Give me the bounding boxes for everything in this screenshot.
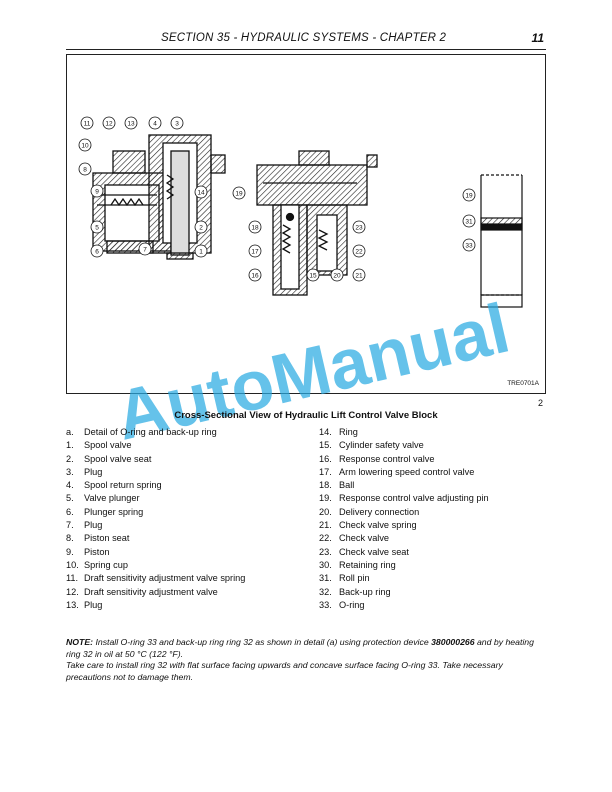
callout-label: 21 bbox=[355, 272, 363, 279]
legend-item: 11.Draft sensitivity adjustment valve sp… bbox=[66, 573, 246, 584]
left-valve-assembly bbox=[92, 134, 226, 260]
figure-reference-code: TRE0701A bbox=[507, 380, 539, 387]
callout-label: 2 bbox=[199, 224, 203, 231]
legend-item: a.Detail of O-ring and back-up ring bbox=[66, 427, 217, 437]
callout-label: 33 bbox=[465, 242, 473, 249]
legend-item: 23.Check valve seat bbox=[319, 546, 409, 557]
callout-label: 22 bbox=[355, 248, 363, 255]
callout-label: 19 bbox=[465, 192, 473, 199]
middle-valve-assembly bbox=[256, 150, 378, 296]
callout-label: 23 bbox=[355, 224, 363, 231]
figure-frame: 11 12 13 4 3 10 8 9 14 5 2 6 7 1 19 18 2… bbox=[66, 54, 546, 394]
page-header: SECTION 35 - HYDRAULIC SYSTEMS - CHAPTER… bbox=[66, 30, 546, 50]
callout-label: 15 bbox=[309, 272, 317, 279]
note-text-1: Install O-ring 33 and back-up ring ring … bbox=[93, 637, 432, 647]
callout-label: 17 bbox=[251, 248, 259, 255]
callouts-left: 11 12 13 4 3 10 8 9 14 5 2 6 7 1 bbox=[78, 116, 208, 258]
legend-item: 20.Delivery connection bbox=[319, 506, 420, 517]
callout-label: 16 bbox=[251, 272, 259, 279]
callout-label: 14 bbox=[197, 189, 205, 196]
legend-item: 16.Response control valve bbox=[319, 453, 435, 464]
callout-label: 5 bbox=[95, 224, 99, 231]
legend-item: 15.Cylinder safety valve bbox=[319, 440, 424, 451]
legend-item: 31.Roll pin bbox=[319, 573, 370, 584]
legend-item: 3.Plug bbox=[66, 466, 103, 477]
legend-item: 13.Plug bbox=[66, 599, 103, 610]
legend-item: 30.Retaining ring bbox=[319, 559, 396, 570]
note-part-number: 380000266 bbox=[431, 637, 475, 647]
callout-label: 18 bbox=[251, 224, 259, 231]
callout-label: 20 bbox=[333, 272, 341, 279]
callout-label: 4 bbox=[153, 120, 157, 127]
legend-item: 21.Check valve spring bbox=[319, 520, 417, 531]
figure-number: 2 bbox=[538, 398, 544, 408]
detail-a-oring bbox=[480, 174, 523, 308]
legend-item: 9.Piston bbox=[66, 546, 110, 557]
note-line-1: NOTE: Install O-ring 33 and back-up ring… bbox=[66, 637, 550, 660]
legend-item: 18.Ball bbox=[319, 480, 355, 491]
legend-item: 10.Spring cup bbox=[66, 559, 128, 570]
callout-label: 10 bbox=[81, 142, 89, 149]
note-label: NOTE: bbox=[66, 637, 94, 647]
legend-item: 17.Arm lowering speed control valve bbox=[319, 466, 475, 477]
page-number: 11 bbox=[531, 31, 544, 45]
callout-label: 3 bbox=[175, 120, 179, 127]
legend-item: 6.Plunger spring bbox=[66, 506, 144, 517]
callout-label: 8 bbox=[83, 166, 87, 173]
callout-label: 7 bbox=[143, 246, 147, 253]
legend-item: 4.Spool return spring bbox=[66, 480, 162, 491]
legend-item: 14.Ring bbox=[319, 427, 358, 437]
note-text-2: and by heating ring 32 in oil at 50 °C (… bbox=[66, 637, 534, 659]
callout-label: 13 bbox=[127, 120, 135, 127]
legend-item: 12.Draft sensitivity adjustment valve bbox=[66, 586, 218, 597]
callout-label: 6 bbox=[95, 248, 99, 255]
valve-cross-section-drawing: 11 12 13 4 3 10 8 9 14 5 2 6 7 1 19 18 2… bbox=[78, 116, 523, 308]
legend-left-column: a.Detail of O-ring and back-up ring 1.Sp… bbox=[66, 426, 316, 612]
callout-label: 11 bbox=[84, 120, 91, 127]
callout-label: 12 bbox=[105, 120, 113, 127]
legend-right-column: 14.Ring 15.Cylinder safety valve 16.Resp… bbox=[319, 426, 549, 612]
legend-item: 2.Spool valve seat bbox=[66, 453, 152, 464]
legend-item: 19.Response control valve adjusting pin bbox=[319, 493, 489, 504]
legend-item: 33.O-ring bbox=[319, 599, 365, 610]
legend-item: 8.Piston seat bbox=[66, 533, 130, 544]
legend-item: 32.Back-up ring bbox=[319, 586, 391, 597]
callout-label: 19 bbox=[235, 190, 243, 197]
callout-label: 9 bbox=[95, 188, 99, 195]
callout-label: 1 bbox=[199, 248, 203, 255]
callout-label: 31 bbox=[465, 218, 473, 225]
installation-note: NOTE: Install O-ring 33 and back-up ring… bbox=[66, 637, 550, 683]
legend-item: 22.Check valve bbox=[319, 533, 390, 544]
legend-item: 7.Plug bbox=[66, 520, 103, 531]
legend-item: 5.Valve plunger bbox=[66, 493, 140, 504]
note-text-3: Take care to install ring 32 with flat s… bbox=[66, 660, 503, 682]
callouts-right: 19 31 33 bbox=[462, 188, 476, 252]
legend-item: 1.Spool valve bbox=[66, 440, 132, 451]
callouts-middle: 19 18 23 22 17 16 15 20 21 bbox=[232, 186, 366, 282]
figure-caption: Cross-Sectional View of Hydraulic Lift C… bbox=[174, 410, 438, 421]
section-title: SECTION 35 - HYDRAULIC SYSTEMS - CHAPTER… bbox=[161, 32, 447, 44]
